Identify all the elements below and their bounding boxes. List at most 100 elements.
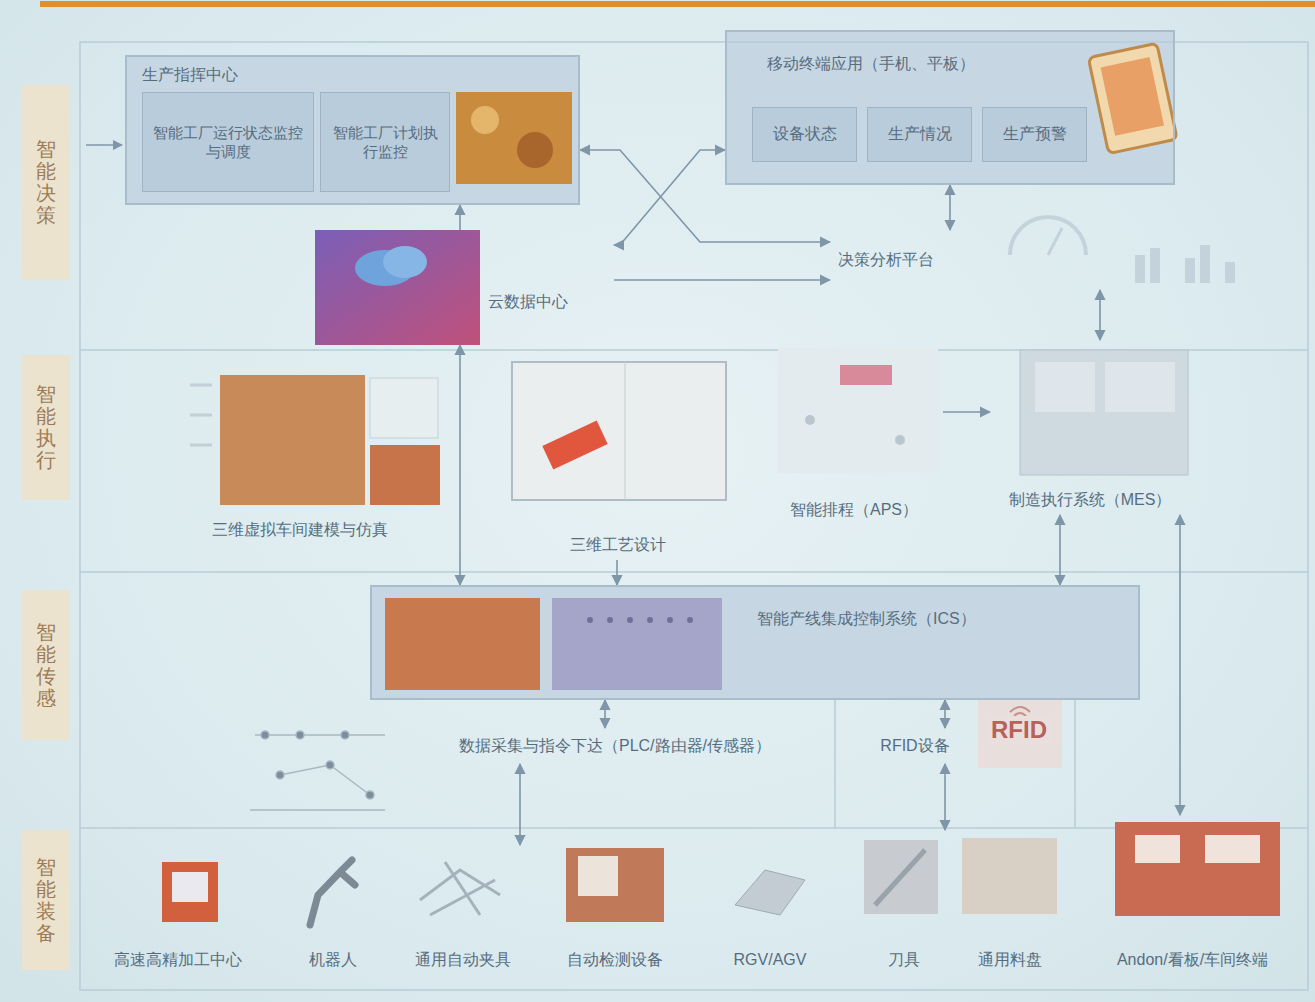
pictures	[162, 43, 1280, 925]
equipment-node: 高速高精加工中心	[95, 845, 260, 975]
node-text: 决策分析平台	[838, 250, 968, 271]
aps-dot	[895, 435, 905, 445]
panel-fill	[125, 55, 580, 205]
wire	[255, 734, 385, 736]
column-divider	[1074, 700, 1076, 828]
layer-label: 智能执行	[36, 383, 56, 471]
column-divider	[834, 700, 836, 828]
node-text: 智能排程（APS）	[790, 500, 918, 521]
node-text: 云数据中心	[488, 292, 608, 313]
connector	[616, 560, 618, 585]
dot	[587, 617, 593, 623]
sub-box: 设备状态	[752, 107, 857, 162]
node-text: 高速高精加工中心	[114, 950, 242, 971]
top-rule	[40, 1, 1315, 7]
equipment-node: 刀具	[858, 830, 950, 975]
node-text: Andon/看板/车间终端	[1117, 950, 1268, 971]
node-text: 智能工厂运行状态监控与调度	[149, 123, 307, 162]
panel-box: 生产指挥中心智能工厂运行状态监控与调度智能工厂计划执行监控	[125, 55, 580, 205]
workshop-tick	[190, 384, 212, 387]
machining-window	[172, 872, 208, 902]
node-text: 通用自动夹具	[415, 950, 511, 971]
equipment-node: 通用自动夹具	[395, 845, 530, 975]
node-text: 生产指挥中心	[142, 65, 452, 86]
gauge-icon	[1010, 217, 1086, 255]
inspection-screen	[578, 856, 618, 896]
equipment-node: 通用料盘	[955, 830, 1065, 975]
workshop-picture	[220, 375, 365, 505]
workshop-tick	[190, 444, 212, 447]
input-arrow	[86, 144, 122, 146]
tray	[962, 838, 1057, 914]
photo-detail	[517, 132, 553, 168]
node-text: 生产情况	[888, 124, 952, 145]
ics-dots	[587, 617, 693, 623]
connector	[1059, 515, 1061, 585]
node-text: 智能产线集成控制系统（ICS）	[757, 609, 1127, 630]
grid-line	[625, 362, 626, 500]
connector	[604, 700, 606, 728]
node-dot	[261, 731, 269, 739]
photo	[456, 92, 572, 184]
tablet-screen	[1101, 57, 1164, 136]
robot-arm	[310, 860, 355, 925]
node-dot	[366, 791, 374, 799]
fixture	[420, 862, 500, 915]
bar	[1225, 262, 1235, 283]
panel-box: 智能产线集成控制系统（ICS）	[370, 585, 1140, 700]
agv	[735, 870, 805, 915]
process-design-picture	[512, 362, 726, 500]
connector	[944, 764, 946, 830]
connector	[614, 279, 830, 281]
wire	[250, 809, 385, 811]
connector	[944, 700, 946, 728]
workshop-picture	[370, 445, 440, 505]
node-dot	[341, 731, 349, 739]
node-text: 三维工艺设计	[570, 535, 666, 556]
cloud-shape	[383, 246, 427, 278]
icon-label: RFID	[988, 716, 1050, 744]
connector	[459, 345, 461, 585]
layer-band	[22, 590, 70, 740]
node-text: 自动检测设备	[567, 950, 663, 971]
sub-box: 生产预警	[982, 107, 1087, 162]
network-icon	[250, 731, 385, 810]
node-text: 移动终端应用（手机、平板）	[767, 54, 1107, 75]
static-art	[22, 1, 1315, 990]
picture-node: 三维虚拟车间建模与仿真	[150, 365, 450, 545]
node-text: 数据采集与指令下达（PLC/路由器/传感器）	[459, 736, 771, 757]
ics-picture	[385, 598, 540, 690]
mes-screen	[1035, 362, 1095, 412]
workshop-panel	[370, 378, 438, 438]
connector	[580, 150, 830, 242]
andon-screen	[1135, 835, 1180, 863]
picture-node: 三维工艺设计	[505, 355, 730, 560]
node-text: 机器人	[309, 950, 357, 971]
bar-chart-icon	[1135, 245, 1235, 283]
dot	[687, 617, 693, 623]
andon-screen	[1205, 835, 1260, 863]
connector	[949, 185, 951, 230]
aps-dot	[805, 415, 815, 425]
sub-box: 智能工厂运行状态监控与调度	[142, 92, 314, 192]
bar	[1185, 258, 1195, 283]
node-text: 三维虚拟车间建模与仿真	[212, 520, 388, 541]
tool-detail	[875, 850, 925, 905]
connector	[943, 411, 990, 413]
bar	[1135, 255, 1145, 283]
inspection-device	[566, 848, 664, 922]
equipment-node: 自动检测设备	[540, 845, 690, 975]
connector	[1099, 290, 1101, 340]
workshop-tick	[190, 414, 212, 417]
connector	[459, 205, 461, 230]
part-model	[542, 421, 607, 470]
layer-label: 智能装备	[36, 856, 56, 944]
layer-band	[22, 85, 70, 280]
gauge-needle	[1048, 228, 1062, 255]
node-text: 刀具	[888, 950, 920, 971]
node-text: 通用料盘	[978, 950, 1042, 971]
connector	[519, 764, 521, 845]
layer-band	[22, 355, 70, 500]
